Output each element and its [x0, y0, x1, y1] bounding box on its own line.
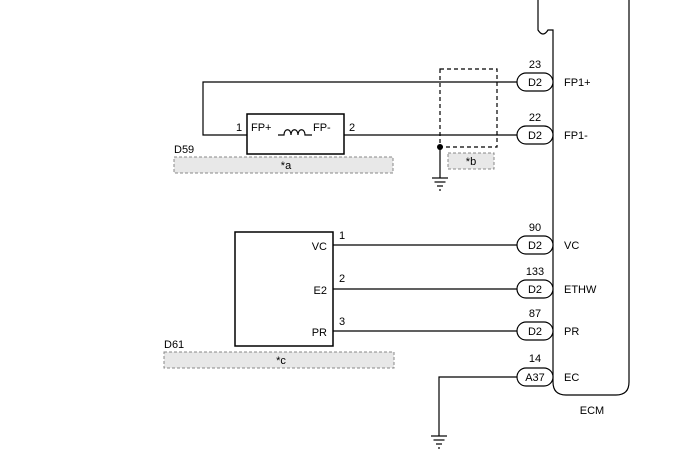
sensor-pin-1: 1: [339, 230, 345, 242]
ground-icon: [431, 435, 447, 449]
connector-label: D2: [528, 326, 542, 338]
pin-number: 87: [529, 308, 541, 320]
connector-label: A37: [525, 372, 545, 384]
signal-label: VC: [564, 240, 579, 252]
ecm-pin-vc: D2 90 VC: [516, 222, 579, 255]
pin-number: 14: [529, 353, 541, 365]
sensor-term-e2: E2: [314, 285, 327, 297]
connector-label: D2: [528, 240, 542, 252]
sensor-pin-3: 3: [339, 316, 345, 328]
sensor-pin-2: 2: [339, 273, 345, 285]
pin-number: 133: [526, 266, 544, 278]
signal-label: PR: [564, 326, 579, 338]
pump-note-label: *a: [281, 160, 292, 172]
signal-label: FP1-: [564, 130, 588, 142]
pump-component-box: [246, 113, 345, 155]
shield-box: [439, 68, 498, 148]
shield-note-tag: [447, 152, 495, 170]
pump-term-minus: FP-: [313, 122, 331, 134]
sensor-ref: D61: [164, 339, 184, 351]
signal-label: ETHW: [564, 284, 597, 296]
ecm-pin-fp1-minus: D2 22 FP1-: [516, 112, 588, 145]
coil-icon: [278, 129, 312, 136]
connector-label: D2: [528, 77, 542, 89]
ecm-pin-pr: D2 87 PR: [516, 308, 579, 341]
connector-label: D2: [528, 284, 542, 296]
pump-term-plus: FP+: [251, 122, 271, 134]
ecm-pin-ethw: D2 133 ETHW: [516, 266, 597, 299]
pump-note-tag: [173, 156, 394, 174]
ecm-pin-fp1-plus: D2 23 FP1+: [516, 59, 591, 92]
shield-note-label: *b: [466, 156, 476, 168]
ecm-label: ECM: [580, 405, 604, 417]
sensor-term-vc: VC: [312, 241, 327, 253]
ecm-outline: [537, 0, 630, 396]
pin-number: 22: [529, 112, 541, 124]
signal-label: EC: [564, 372, 579, 384]
sensor-note-tag: [163, 351, 395, 369]
ground-icon: [432, 177, 448, 191]
pump-pin-2: 2: [349, 122, 355, 134]
wire-ec: [438, 376, 517, 436]
sensor-term-pr: PR: [312, 327, 327, 339]
wire-fp1-plus: [202, 81, 517, 136]
pump-ref: D59: [174, 144, 194, 156]
pump-pin-1: 1: [236, 122, 242, 134]
signal-label: FP1+: [564, 77, 591, 89]
pin-number: 90: [529, 222, 541, 234]
connector-label: D2: [528, 130, 542, 142]
sensor-note-label: *c: [276, 355, 286, 367]
pin-number: 23: [529, 59, 541, 71]
ecm-pin-ec: A37 14 EC: [516, 353, 579, 387]
